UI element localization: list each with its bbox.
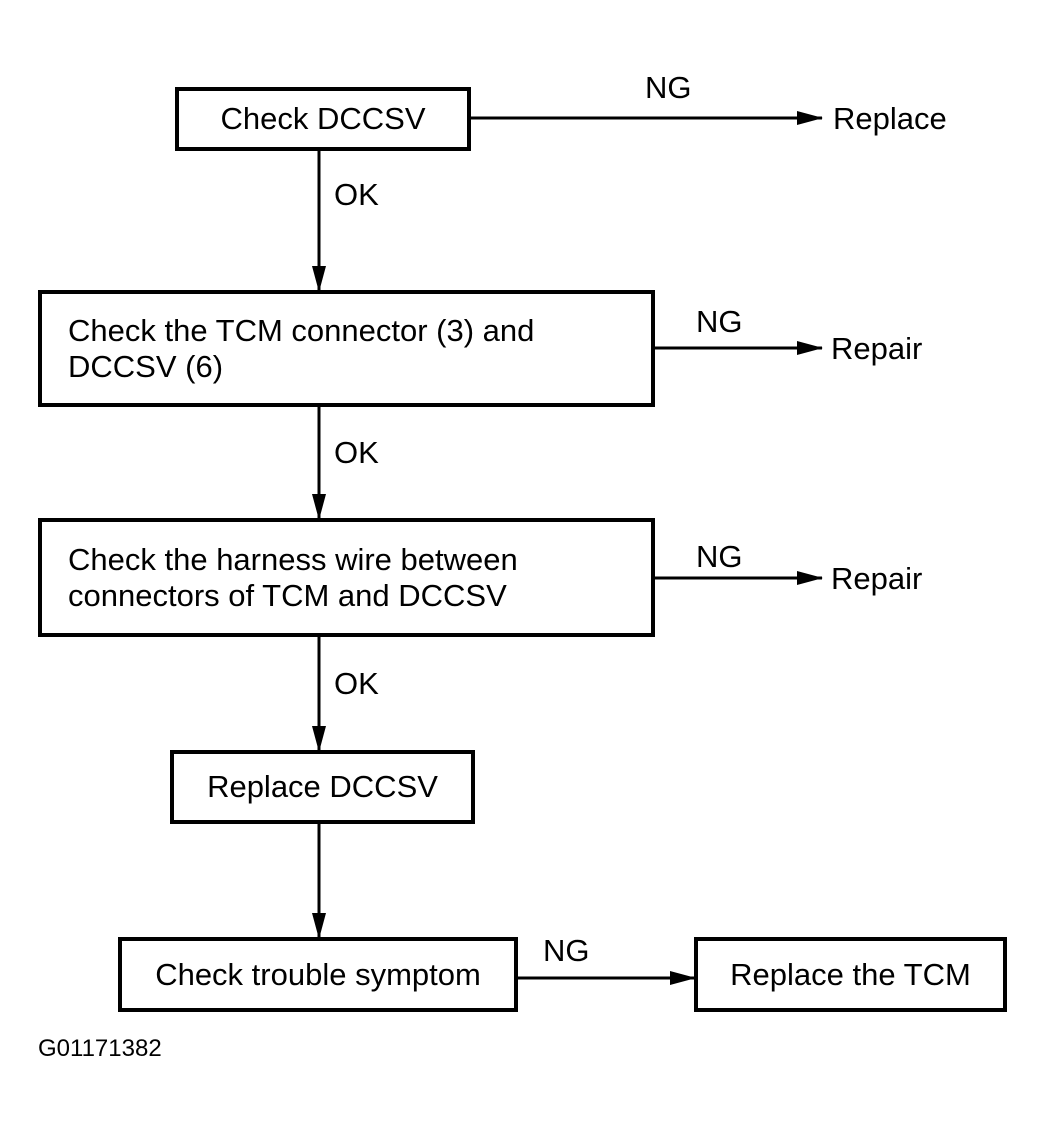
ng-label-3: NG (696, 539, 743, 574)
ok-label-2: OK (334, 435, 379, 470)
ng-label-2: NG (696, 304, 743, 339)
check-dccsv-box: Check DCCSV (175, 87, 471, 151)
check-tcm-connector-box: Check the TCM connector (3) and DCCSV (6… (38, 290, 655, 407)
replace-dccsv-label: Replace DCCSV (207, 769, 438, 804)
ok-label-1: OK (334, 177, 379, 212)
check-harness-wire-box: Check the harness wire between connector… (38, 518, 655, 637)
check-tcm-connector-label: Check the TCM connector (3) and DCCSV (6… (68, 312, 535, 384)
ng-label-1: NG (645, 70, 692, 105)
figure-code: G01171382 (38, 1035, 162, 1062)
replace-dccsv-box: Replace DCCSV (170, 750, 475, 824)
replace-outcome-label: Replace (833, 101, 947, 136)
ng-label-4: NG (543, 933, 590, 968)
ok-label-3: OK (334, 666, 379, 701)
repair-outcome-label-2: Repair (831, 561, 923, 596)
repair-outcome-label-1: Repair (831, 331, 923, 366)
replace-tcm-box: Replace the TCM (694, 937, 1007, 1012)
check-dccsv-label: Check DCCSV (220, 101, 426, 136)
check-trouble-symptom-box: Check trouble symptom (118, 937, 518, 1012)
replace-tcm-label: Replace the TCM (730, 956, 971, 992)
check-harness-wire-label: Check the harness wire between connector… (68, 541, 518, 613)
check-trouble-symptom-label: Check trouble symptom (155, 956, 481, 992)
